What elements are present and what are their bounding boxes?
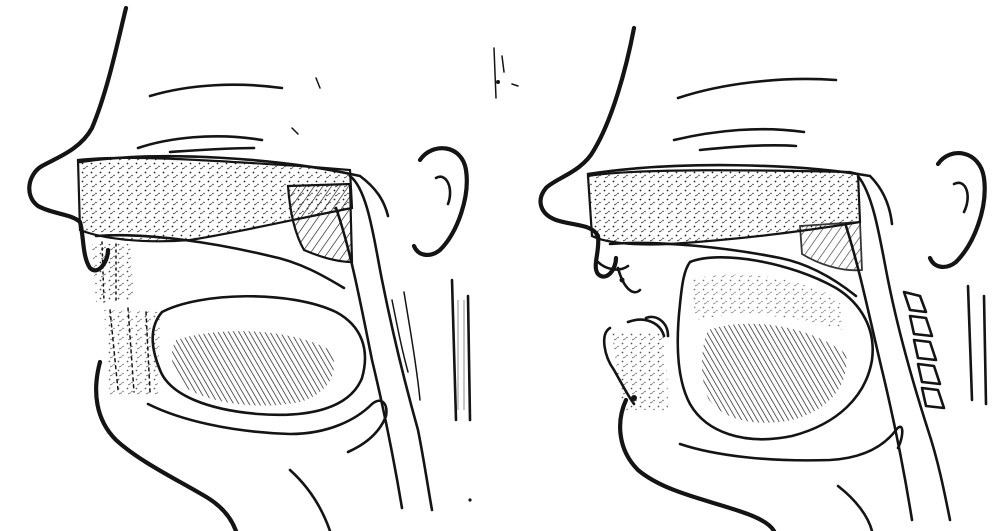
right-panel	[541, 28, 986, 531]
right-ear	[930, 153, 985, 267]
scan-marks	[468, 48, 518, 502]
left-panel	[29, 8, 470, 531]
right-vertebrae	[904, 292, 944, 408]
left-tongue-shading	[172, 331, 334, 405]
right-eyebrow	[678, 79, 836, 98]
left-eyebrow	[150, 85, 282, 96]
right-eyelid	[674, 129, 804, 150]
left-sphenoid-block	[288, 184, 352, 262]
left-ear	[414, 148, 467, 255]
left-eyelid	[138, 136, 262, 152]
right-tongue-shading	[702, 324, 847, 423]
